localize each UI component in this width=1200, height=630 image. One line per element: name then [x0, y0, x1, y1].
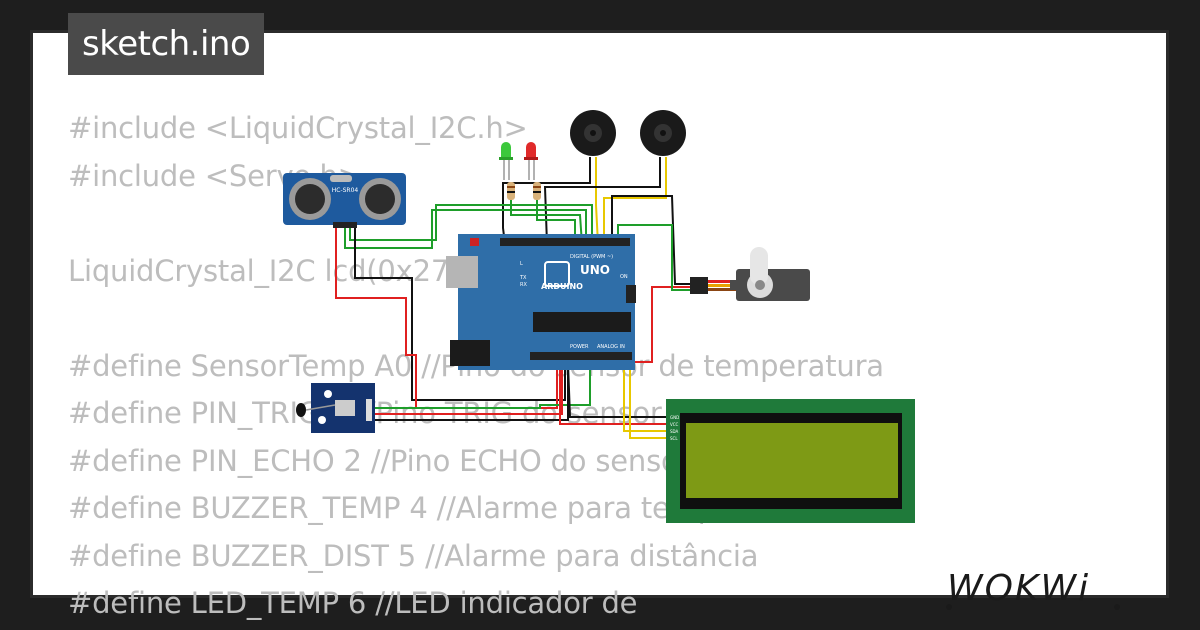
wire-buzzer1-black [502, 157, 591, 245]
rx-led-label: RX [520, 282, 527, 288]
lcd-pin-label: GND [670, 415, 679, 420]
wire-us-black [354, 223, 566, 401]
wire-lcd-yellow2 [629, 363, 672, 439]
code-line: #define PIN_ECHO 2 //Pino ECHO do sensor [68, 443, 691, 478]
led-green [499, 142, 513, 180]
resistor-2 [533, 182, 541, 200]
arduino-uno: UNO ARDUINO DIGITAL (PWM ~) POWER ANALOG… [446, 234, 636, 370]
code-line: LiquidCrystal_I2C lcd(0x27 [68, 253, 450, 288]
code-line: #define BUZZER_DIST 5 //Alarme para dist… [68, 538, 759, 573]
wire-temp-red [372, 363, 563, 415]
wire-lcd-black [567, 362, 672, 418]
wire-us-green1 [349, 204, 593, 244]
servo-motor [690, 247, 810, 301]
led-red [524, 142, 538, 180]
circuit-diagram: HC-SR04 UNO ARDUINO DIGITAL (PWM ~) POWE… [283, 110, 915, 523]
wire-led-green [510, 200, 583, 245]
code-listing: #include <LiquidCrystal_I2C.h>#include <… [68, 105, 884, 628]
lcd-display: GND VCC SDA SCL [666, 399, 915, 523]
wire-temp-green [372, 363, 591, 409]
svg-text:WOKWi: WOKWi [947, 568, 1090, 609]
buzzer-2 [640, 110, 686, 156]
wokwi-logo: WOKWi [946, 568, 1120, 610]
wire-buzzer2-yellow [603, 157, 667, 244]
wire-buzzer1-yellow [595, 157, 599, 245]
ultrasonic-sensor: HC-SR04 [283, 173, 406, 228]
wire-servo-black [611, 195, 690, 285]
sketch-title-badge: sketch.ino [68, 13, 265, 75]
wire-us-green2 [344, 209, 587, 249]
buzzer-1 [570, 110, 616, 156]
l-led-label: L [520, 261, 523, 267]
analog-pins-label: ANALOG IN [597, 344, 625, 350]
lcd-pin-label: SCL [670, 436, 678, 441]
wire-servo-green [617, 224, 690, 291]
wire-lcd-red [559, 363, 672, 425]
temperature-sensor [296, 383, 375, 433]
wire-lcd-yellow1 [623, 363, 672, 432]
lcd-pin-label: SDA [670, 429, 679, 434]
code-line: #define LED_TEMP 6 //LED indicador de [68, 586, 638, 620]
code-line: #define SensorTemp A0 //Pino do sensor d… [68, 348, 884, 383]
lcd-pin-label: VCC [670, 422, 679, 427]
board-model-label: UNO [580, 263, 610, 277]
preview-card: #include <LiquidCrystal_I2C.h>#include <… [33, 33, 1166, 620]
on-led-label: ON [620, 274, 628, 280]
wire-buzzer2-black [543, 157, 661, 245]
power-pins-label: POWER [570, 344, 589, 350]
ultrasonic-label: HC-SR04 [332, 187, 359, 194]
digital-pins-label: DIGITAL (PWM ~) [570, 254, 613, 260]
code-line: #include <LiquidCrystal_I2C.h> [68, 111, 528, 145]
wire-temp-black [372, 363, 569, 421]
board-brand-label: ARDUINO [541, 282, 583, 291]
tx-led-label: TX [519, 275, 527, 281]
resistor-1 [507, 182, 515, 200]
